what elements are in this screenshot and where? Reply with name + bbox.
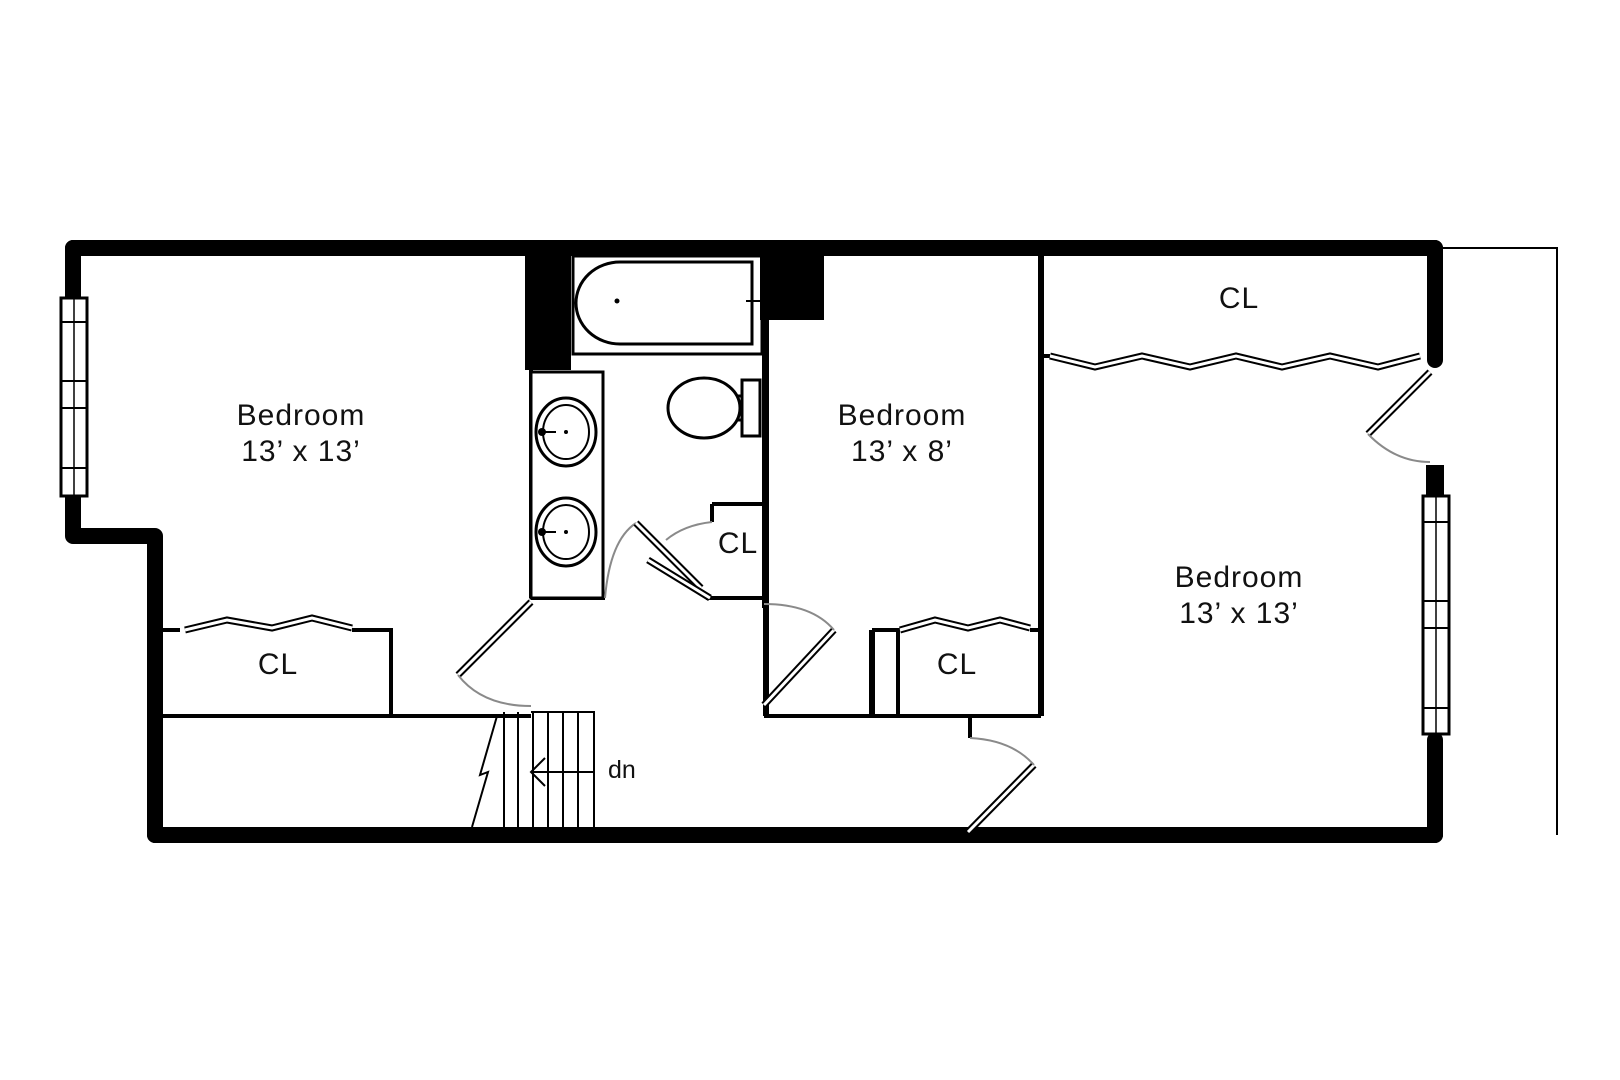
interior-wall-closet-left bbox=[163, 628, 393, 716]
stairs-direction-label: dn bbox=[608, 756, 636, 784]
window-right bbox=[1421, 494, 1451, 736]
door-bath-closet-swing bbox=[665, 521, 713, 541]
door-bath-closet-leaf-2-inner bbox=[647, 558, 711, 600]
door-bedroom-right bbox=[965, 737, 1037, 835]
chase-right bbox=[760, 248, 824, 320]
toilet-tank bbox=[740, 378, 762, 438]
closet-middle-label: CL bbox=[937, 648, 977, 681]
chase-left bbox=[527, 248, 571, 370]
bedroom-right-size: 13’ x 13’ bbox=[1179, 597, 1299, 630]
door-bedroom-left-leaf-inner bbox=[456, 600, 533, 677]
sink-lower-drain bbox=[564, 530, 568, 534]
bifold-closet-left bbox=[184, 614, 353, 634]
bedroom-middle-name: Bedroom bbox=[838, 399, 967, 432]
window-left bbox=[59, 296, 89, 498]
bifold-closet-middle bbox=[899, 616, 1031, 634]
door-bathroom bbox=[604, 522, 637, 599]
toilet-bowl bbox=[666, 376, 742, 440]
bathtub-drain bbox=[614, 298, 620, 304]
bedroom-left-size: 13’ x 13’ bbox=[241, 435, 361, 468]
exterior-wall-left-lower bbox=[65, 489, 163, 843]
door-bedroom-middle-swing bbox=[763, 603, 835, 631]
stairs-outline bbox=[531, 711, 595, 827]
door-bedroom-right-leaf-inner bbox=[966, 763, 1036, 834]
door-bath-closet bbox=[633, 520, 713, 601]
door-bath-closet-leaf-1-inner bbox=[634, 521, 703, 590]
door-closet-right-leaf-inner bbox=[1366, 370, 1432, 436]
door-closet-right bbox=[1365, 369, 1433, 463]
stairs bbox=[471, 711, 595, 828]
stairs-break-line bbox=[471, 715, 498, 828]
bathtub bbox=[571, 254, 764, 356]
bedroom-middle-size: 13’ x 8’ bbox=[851, 435, 953, 468]
toilet bbox=[666, 376, 762, 440]
bathtub-inner bbox=[574, 260, 754, 346]
doors bbox=[455, 369, 1433, 835]
exterior-walls bbox=[65, 240, 1443, 843]
door-bedroom-right-swing bbox=[969, 737, 1035, 766]
exterior-wall-right-window-jamb bbox=[1426, 465, 1444, 495]
closet-bath-label: CL bbox=[718, 527, 758, 560]
door-bedroom-middle bbox=[761, 603, 837, 708]
interior-walls-thick bbox=[763, 256, 1044, 716]
bifold-doors bbox=[184, 352, 1421, 634]
door-bedroom-left bbox=[455, 599, 534, 707]
bathtub-outer bbox=[571, 254, 764, 356]
bedroom-left-name: Bedroom bbox=[237, 399, 366, 432]
bifold-closet-right-inner bbox=[1049, 354, 1421, 369]
door-closet-right-swing bbox=[1367, 433, 1431, 463]
bifold-closet-left-inner bbox=[184, 616, 353, 632]
closet-left-label: CL bbox=[258, 648, 298, 681]
door-bathroom-swing bbox=[604, 522, 637, 599]
stairs-arrow-head bbox=[529, 757, 546, 787]
door-bedroom-middle-leaf-inner bbox=[762, 628, 836, 707]
property-line bbox=[1435, 247, 1558, 835]
bifold-closet-middle-inner bbox=[899, 618, 1031, 632]
vanity bbox=[529, 370, 605, 600]
door-bedroom-left-swing bbox=[457, 674, 532, 707]
sink-upper-drain bbox=[564, 430, 568, 434]
bedroom-right-name: Bedroom bbox=[1175, 561, 1304, 594]
closet-right-top-label: CL bbox=[1219, 282, 1259, 315]
bifold-closet-right bbox=[1049, 352, 1421, 371]
